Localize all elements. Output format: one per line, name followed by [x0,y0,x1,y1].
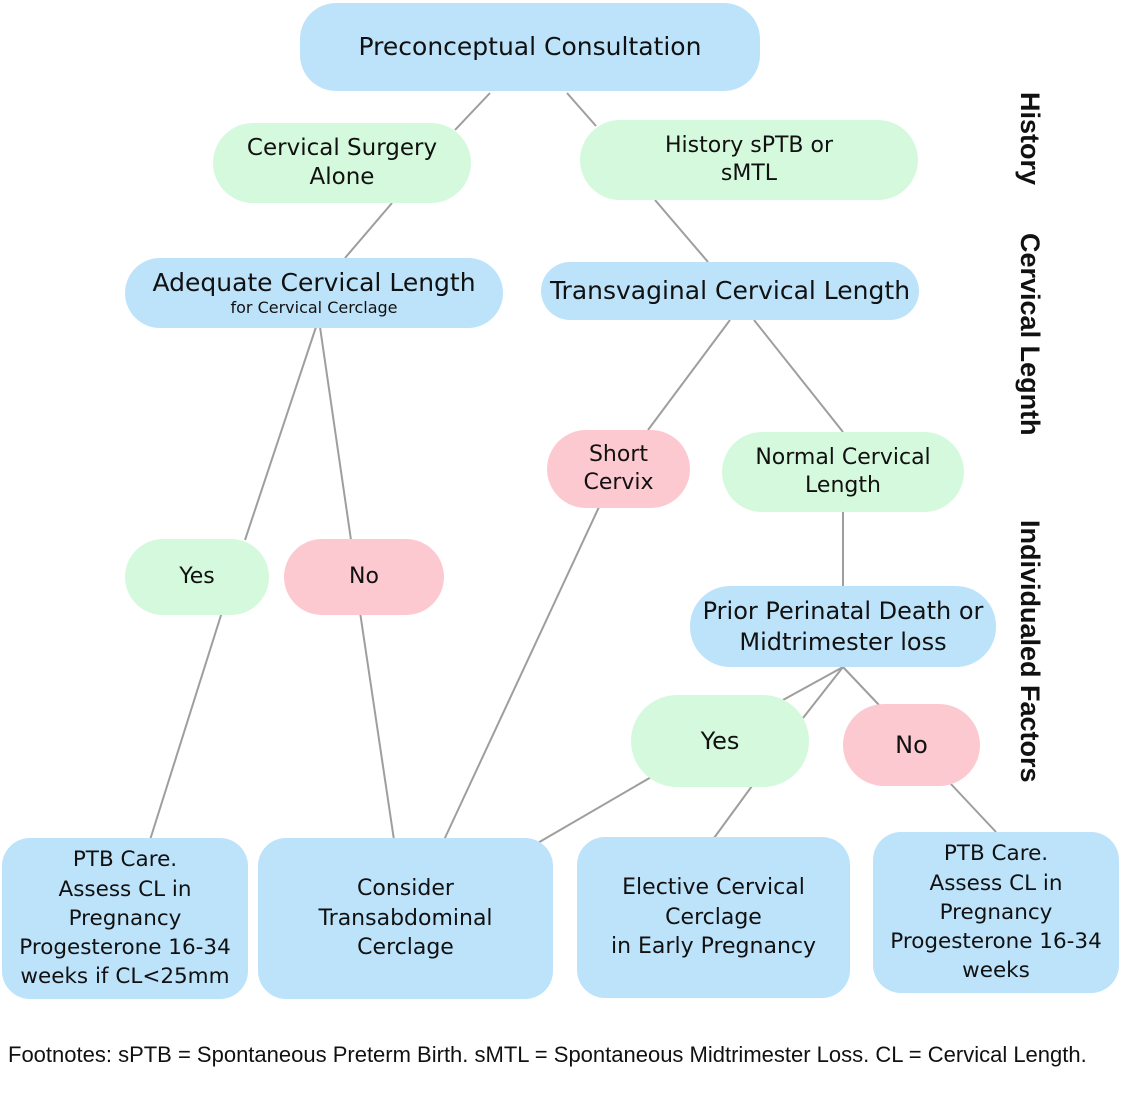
node-label-line: Assess CL in [929,870,1063,896]
node-label: Preconceptual Consultation [358,32,702,62]
node-label: No [349,564,379,590]
node-ptb-care-right: PTB Care. Assess CL in Pregnancy Progest… [873,832,1119,993]
node-label-line: Midtrimester loss [739,627,947,656]
node-label-line: in Early Pregnancy [610,934,817,960]
section-label-history: History [1015,92,1045,186]
section-label-cervical-length: Cervical Legnth [1015,233,1045,436]
section-label-individualized-factors: Individualed Factors [1015,520,1045,783]
node-label-line: Progesterone 16-34 [890,929,1102,955]
edge-yes-to-elective-cerclage [713,785,753,839]
node-yes-adequate-cl: Yes [125,539,269,615]
node-label-line: Normal Cervical [755,445,931,471]
node-label: Adequate Cervical Length [152,268,476,298]
node-adequate-cervical-length: Adequate Cervical Length for Cervical Ce… [125,258,503,328]
node-no-prior-death: No [843,704,980,786]
node-label-line: Cervical Surgery [246,134,438,161]
node-label-line: PTB Care. [72,847,178,873]
node-label-line: Elective Cervical [622,874,805,900]
node-label: Yes [700,726,740,755]
edge-prior-death-to-no [842,666,880,706]
edge-adequate-cl-to-yes [244,326,317,541]
node-prior-perinatal-death: Prior Perinatal Death or Midtrimester lo… [690,586,996,667]
node-normal-cervical-length: Normal Cervical Length [722,432,964,512]
node-label-line: History sPTB or [664,133,834,159]
node-yes-prior-death: Yes [631,695,809,787]
node-transvaginal-cervical-length: Transvaginal Cervical Length [541,262,919,320]
node-cervical-surgery-alone: Cervical Surgery Alone [213,123,471,203]
node-label: Transvaginal Cervical Length [549,276,911,306]
edge-transvaginal-to-normal-cl [753,319,844,433]
node-label-line: Cervix [583,470,654,495]
edge-root-to-cervical-surgery [454,92,491,131]
edge-history-sptb-to-transvaginal-cl [654,199,709,263]
edge-prior-death-to-yes-b [802,666,844,719]
node-label: Yes [179,564,215,590]
node-label-line: Pregnancy [68,905,182,931]
node-label-line: sMTL [720,161,778,186]
edge-prior-death-to-yes-a [782,666,844,701]
node-label: No [895,730,928,759]
node-label-line: Pregnancy [939,899,1053,925]
node-label-line: Prior Perinatal Death or [702,597,984,626]
node-sublabel: for Cervical Cerclage [230,297,398,317]
node-preconceptual-consultation: Preconceptual Consultation [300,3,760,91]
edge-yes-to-transabdominal [535,775,654,845]
edge-no-to-transabdominal [359,611,395,841]
node-label-line: Short [588,442,649,468]
node-label-line: Assess CL in [58,876,192,902]
node-label-line: Alone [309,164,375,190]
node-ptb-care-left: PTB Care. Assess CL in Pregnancy Progest… [2,838,248,999]
edge-transvaginal-to-short-cervix [647,319,731,431]
node-consider-transabdominal-cerclage: Consider Transabdominal Cerclage [258,838,553,999]
node-label-line: weeks if CL<25mm [20,964,230,990]
edge-yes-to-ptb-care-left [149,611,223,841]
footnote: Footnotes: sPTB = Spontaneous Preterm Bi… [8,1042,1087,1067]
edge-no-to-ptb-care-right [949,782,997,833]
node-label-line: Consider [357,875,454,901]
node-elective-cervical-cerclage: Elective Cervical Cerclage in Early Preg… [577,837,850,998]
edge-short-cervix-to-transabdominal [443,506,600,841]
edge-adequate-cl-to-no [319,326,352,541]
node-label-line: Cerclage [357,935,454,961]
node-label-line: weeks [962,958,1030,984]
node-short-cervix: Short Cervix [547,430,690,508]
node-label-line: Cerclage [665,904,762,930]
node-label-line: PTB Care. [943,841,1049,867]
edge-cervical-surgery-to-adequate-cl [344,202,393,259]
node-label-line: Length [805,473,881,498]
edge-root-to-history-sptb [566,92,597,127]
node-history-sptb-smtl: History sPTB or sMTL [580,120,918,200]
node-label-line: Progesterone 16-34 [19,935,231,961]
node-label-line: Transabdominal [318,905,493,931]
node-no-adequate-cl: No [284,539,444,615]
